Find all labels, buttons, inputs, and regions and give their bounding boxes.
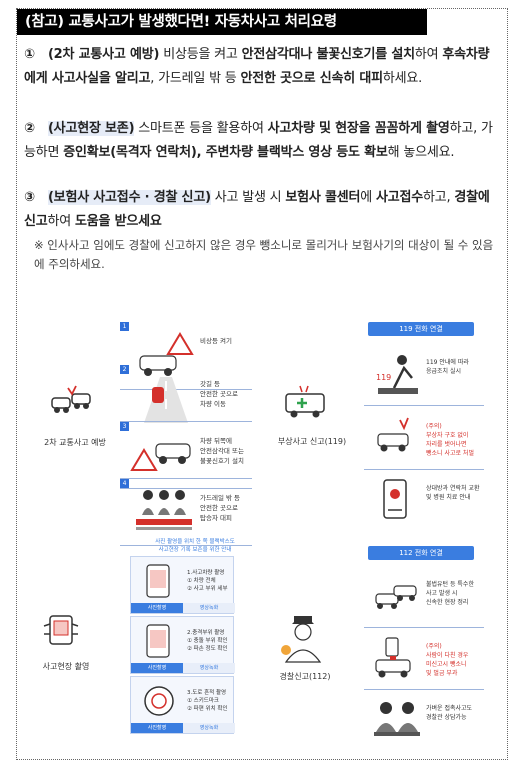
svg-text:119: 119	[376, 373, 391, 382]
item-2-text-b: 하고, 가능하면	[24, 121, 493, 160]
item-1-text-a: 비상등을 켜고	[163, 47, 238, 62]
card-119-hit-and-run: (주의) 부상자 구호 없이 자리를 벗어나면 뺑소니 사고로 처벌	[364, 408, 484, 470]
item-1-number: ①	[24, 47, 35, 62]
item-2-bold-b: 증인확보(목격자 연락처), 주변차량 블랙박스 영상 등도 확보	[63, 145, 388, 160]
step-3: 3 차량 뒤쪽에 안전삼각대 또는 불꽃신호기 설치	[120, 421, 252, 489]
card-112-consult-text: 가벼운 접촉사고도 경찰관 상담가능	[426, 705, 473, 721]
tire-photo-icon	[144, 686, 174, 716]
page-title: (참고) 교통사고가 발생했다면! 자동차사고 처리요령	[17, 9, 427, 35]
item-3-lead: (보험사 사고접수 · 경찰 신고)	[47, 190, 211, 205]
item-1-text-d: 하세요.	[382, 71, 423, 86]
item-3-bold-a: 보험사 콜센터	[285, 190, 361, 205]
photo-tab-button[interactable]: 사진촬영	[147, 665, 167, 671]
card-112-fine-text: (주의) 사람이 다친 경우 미신고시 뺑소니 및 벌금 부과	[426, 643, 469, 677]
impact-photo-icon	[146, 624, 170, 658]
item-1-lead: (2차 교통사고 예방)	[47, 47, 160, 62]
filming-label: 사고현장 촬영	[42, 662, 90, 671]
step-4-text: 가드레일 밖 등 안전한 곳으로 탑승자 대피	[200, 494, 241, 522]
card-112-cleanup: 불법유턴 등 특수한 사고 발생 시 신속한 현장 정리	[364, 566, 484, 628]
video-tab-button[interactable]: 영상녹화	[183, 663, 235, 673]
photo-guide-caption: 사진 촬영을 위치 한 쪽 블랙박스도 사고현장 기록 보존을 위한 안내	[155, 539, 235, 553]
photo-shot-3-text: 3.도로 흔적 촬영 ① 스키드마크 ② 파편 위치 확인	[187, 690, 228, 712]
item-3-text-d: 하여	[47, 214, 72, 229]
item-2-bold-a: 사고차량 및 현장을 꼼꼼하게 촬영	[267, 121, 450, 136]
photo-tab-button[interactable]: 사진촬영	[147, 605, 167, 611]
video-tab-button[interactable]: 영상녹화	[183, 723, 235, 733]
prevention-label: 2차 교통사고 예방	[44, 438, 106, 447]
item-2-text-a: 스마트폰 등을 활용하여	[138, 121, 264, 136]
item-2: ② (사고현장 보존) 스마트폰 등을 활용하여 사고차량 및 현장을 꼼꼼하게…	[24, 117, 500, 165]
video-tab-button[interactable]: 영상녹화	[183, 603, 235, 613]
road-shoulder-icon	[144, 377, 188, 423]
step-2-text: 갓길 등 안전한 곳으로 차량 이동	[200, 380, 238, 408]
photo-shot-2: 2.충격부위 촬영 ① 충돌 부위 확인 ② 파손 정도 확인 사진촬영 영상녹화	[130, 616, 235, 674]
card-112-consult: 가벼운 접촉사고도 경찰관 상담가능	[364, 690, 484, 752]
step-3-index: 3	[120, 422, 129, 431]
panel-119-header: 119 전화 연결	[368, 322, 474, 336]
card-119-hit-and-run-text: (주의) 부상자 구호 없이 자리를 벗어나면 뺑소니 사고로 처벌	[426, 423, 474, 457]
card-119-contact: 상대방과 연락처 교환 및 병원 치료 안내	[364, 470, 484, 532]
photo-shot-3: 3.도로 흔적 촬영 ① 스키드마크 ② 파편 위치 확인 사진촬영 영상녹화	[130, 676, 235, 734]
item-1-text-c: , 가드레일 밖 등	[150, 71, 237, 86]
phone-contact-icon	[383, 479, 407, 519]
step-4: 4 가드레일 밖 등 안전한 곳으로 탑승자 대피	[120, 478, 252, 546]
phone-photo-icon	[146, 564, 170, 598]
consultation-icon	[374, 702, 420, 736]
step-2-index: 2	[120, 365, 129, 374]
hazard-light-car-icon	[139, 332, 194, 376]
step-3-text: 차량 뒤쪽에 안전삼각대 또는 불꽃신호기 설치	[200, 437, 244, 465]
card-119-first-aid: 119 119 안내에 따라 응급조치 실시	[364, 344, 484, 406]
card-119-contact-text: 상대방과 연락처 교환 및 병원 치료 안내	[426, 485, 480, 501]
police-car-icon	[375, 637, 411, 678]
multi-car-accident-icon	[375, 585, 417, 609]
step-2: 2 갓길 등 안전한 곳으로 차량 이동	[120, 365, 252, 433]
item-3-bold-d: 도움을 받으세요	[75, 214, 162, 229]
warning-triangle-icon	[130, 443, 191, 471]
car-crash-icon	[51, 385, 91, 413]
card-112-fine: (주의) 사람이 다친 경우 미신고시 뺑소니 및 벌금 부과	[364, 628, 484, 690]
step-4-index: 4	[120, 479, 129, 488]
item-3-bold-c: 경찰에 신고	[24, 190, 490, 229]
step-1: 1 비상등 켜기	[120, 322, 252, 390]
item-2-lead: (사고현장 보존)	[47, 121, 135, 136]
item-1-text-b: 하여	[414, 47, 439, 62]
item-1-bold-a: 안전삼각대나 불꽃신호기를 설치	[241, 47, 415, 62]
item-3: ③ (보험사 사고접수 · 경찰 신고) 사고 발생 시 보험사 콜센터에 사고…	[24, 186, 500, 234]
camera-phone-icon	[43, 615, 79, 645]
item-2-text-c: 해 놓으세요.	[387, 145, 455, 160]
police-report-label: 경찰신고(112)	[279, 672, 331, 681]
step-1-text: 비상등 켜기	[200, 337, 232, 345]
cpr-icon: 119	[376, 355, 418, 394]
item-1: ① (2차 교통사고 예방) 비상등을 켜고 안전삼각대나 불꽃신호기를 설치하…	[24, 43, 500, 91]
card-119-first-aid-text: 119 안내에 따라 응급조치 실시	[426, 359, 469, 375]
photo-shot-1-text: 1.사고차량 촬영 ① 차량 전체 ② 사고 부위 세부	[187, 570, 228, 592]
accident-car-icon	[377, 417, 409, 452]
step-1-index: 1	[120, 322, 129, 331]
card-112-cleanup-text: 불법유턴 등 특수한 사고 발생 시 신속한 현장 정리	[426, 581, 474, 606]
injury-report-label: 부상사고 신고(119)	[277, 437, 347, 446]
item-3-bold-b: 사고접수	[375, 190, 424, 205]
photo-tab-button[interactable]: 사진촬영	[147, 725, 167, 731]
item-3-text-b: 에	[360, 190, 373, 205]
police-officer-icon	[281, 616, 322, 663]
item-3-number: ③	[24, 190, 35, 205]
photo-shot-1: 1.사고차량 촬영 ① 차량 전체 ② 사고 부위 세부 사진촬영 영상녹화	[130, 556, 235, 614]
warning-note: ※ 인사사고 임에도 경찰에 신고하지 않은 경우 뺑소니로 몰리거나 보험사기…	[34, 238, 494, 271]
ambulance-icon	[285, 385, 325, 418]
evacuate-people-icon	[136, 490, 192, 530]
item-1-bold-b: 후속차량에게 사고사실을 알리고	[24, 47, 490, 86]
item-2-number: ②	[24, 121, 35, 136]
item-3-text-c: 하고,	[423, 190, 451, 205]
content-frame	[16, 8, 508, 760]
panel-112-header: 112 전화 연결	[368, 546, 474, 560]
item-1-bold-c: 안전한 곳으로 신속히 대피	[240, 71, 384, 86]
item-3-text-a: 사고 발생 시	[214, 190, 282, 205]
photo-shot-2-text: 2.충격부위 촬영 ① 충돌 부위 확인 ② 파손 정도 확인	[187, 630, 228, 652]
